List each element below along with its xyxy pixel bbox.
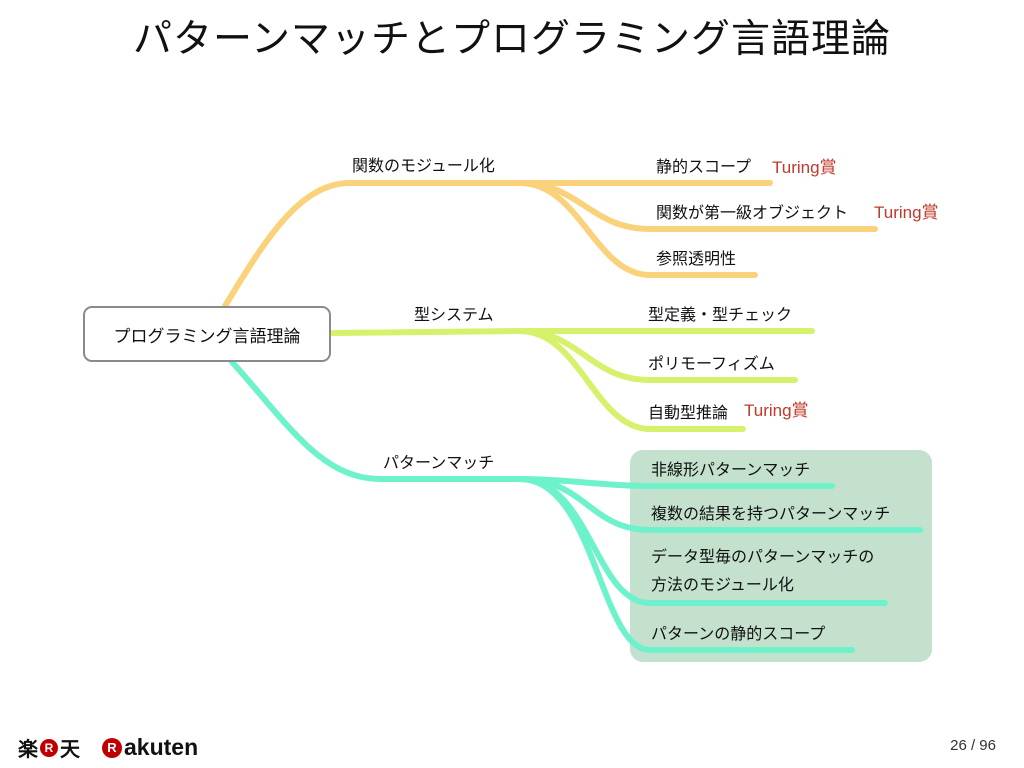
node-referential-transparency: 参照透明性	[656, 249, 737, 268]
branch-label-type-system: 型システム	[414, 305, 494, 324]
node-type-inference: 自動型推論	[648, 403, 729, 422]
node-static-scope: 静的スコープ	[656, 157, 752, 176]
node-type-definition-check: 型定義・型チェック	[648, 305, 793, 324]
logo-en-text: akuten	[124, 734, 199, 760]
award-turing-first-class-functions: Turing賞	[874, 203, 939, 222]
node-first-class-functions: 関数が第一級オブジェクト	[656, 203, 849, 222]
node-nonlinear-pattern-match: 非線形パターンマッチ	[651, 460, 811, 479]
award-turing-static-scope: Turing賞	[772, 158, 837, 177]
branch-label-pattern-match: パターンマッチ	[383, 453, 495, 472]
branch-label-modularization: 関数のモジュール化	[352, 156, 495, 175]
logo-jp-right-char: 天	[60, 737, 80, 761]
logo-jp-left-char: 楽	[18, 737, 38, 761]
branch-pattern-match-lines	[229, 359, 923, 653]
branch-type-system-lines	[330, 328, 815, 432]
r-mark-icon-en: R	[102, 737, 122, 758]
branch-modularization-lines	[222, 180, 878, 309]
r-mark-icon: R	[40, 738, 58, 757]
award-turing-type-inference: Turing賞	[744, 401, 809, 420]
node-polymorphism: ポリモーフィズム	[648, 354, 775, 373]
slide-title: パターンマッチとプログラミング言語理論	[132, 17, 892, 62]
node-datatype-pattern-modularization: データ型毎のパターンマッチの方法のモジュール化	[651, 547, 875, 594]
node-pattern-static-scope: パターンの静的スコープ	[651, 624, 826, 643]
mindmap-root-node: プログラミング言語理論	[83, 306, 331, 362]
node-multiple-results-pattern-match: 複数の結果を持つパターンマッチ	[651, 504, 891, 523]
page-number: 26 / 96	[950, 737, 996, 754]
